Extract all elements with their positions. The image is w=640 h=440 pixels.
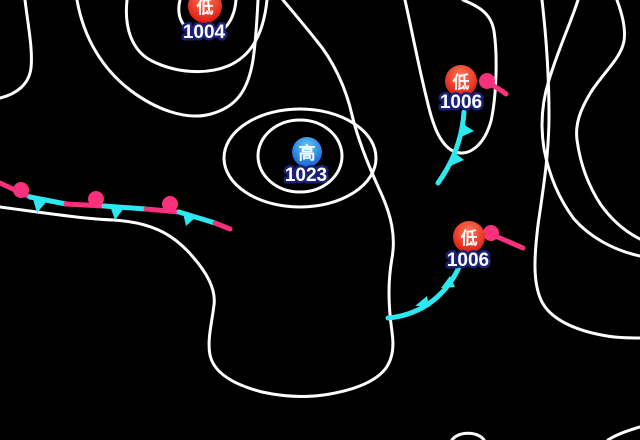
warm-front-segment — [143, 206, 182, 215]
low-center-circle — [445, 65, 477, 97]
cold-front — [435, 109, 474, 186]
cold-front-triangle — [183, 213, 196, 226]
isobar-line — [450, 431, 486, 440]
pressure-symbol: 高 — [299, 143, 316, 164]
cold-front-line — [435, 109, 467, 186]
isobar-line — [0, 0, 395, 398]
isobar-line — [533, 0, 640, 340]
cold-front-triangle — [33, 199, 46, 213]
cold-front-triangle — [461, 124, 474, 137]
isobar-line — [222, 107, 378, 209]
cold-front — [385, 264, 462, 321]
low-center-circle — [188, 0, 222, 23]
cold-front-triangle — [450, 153, 464, 166]
cold-front-line — [385, 264, 462, 321]
cold-front-triangle — [110, 206, 124, 220]
warm-front — [479, 73, 509, 97]
warm-front-line — [490, 232, 526, 251]
cold-front-segment — [27, 194, 69, 207]
warm-front-bump — [13, 182, 29, 198]
warm-front-bump — [88, 191, 104, 207]
isobar-line — [540, 0, 640, 258]
low-center-circle — [453, 221, 485, 253]
isobar-line — [75, 0, 260, 118]
stationary-front — [0, 180, 233, 232]
isobar-line — [575, 0, 640, 241]
pressure-value: 1004 — [183, 22, 226, 43]
isobar-line — [606, 425, 640, 440]
pressure-center-low-1004: 低 1004 — [180, 0, 228, 46]
warm-front-segment — [212, 220, 233, 232]
isobar-line — [256, 118, 344, 194]
warm-front-bump — [162, 196, 178, 212]
pressure-symbol: 低 — [460, 228, 478, 249]
pressure-symbol: 低 — [196, 0, 214, 18]
cold-front-triangle — [415, 296, 429, 306]
isobar-line — [0, 0, 33, 100]
pressure-value: 1006 — [447, 250, 489, 271]
warm-front — [483, 225, 526, 251]
cold-front-triangle — [441, 276, 455, 288]
isobar-line — [177, 0, 238, 38]
isobar-line — [403, 0, 498, 155]
warm-front-bump — [479, 73, 495, 89]
high-center-circle — [292, 137, 322, 167]
pressure-value: 1023 — [285, 165, 327, 186]
pressure-symbol: 低 — [452, 72, 470, 93]
pressure-value: 1006 — [440, 92, 482, 113]
warm-front-bump — [483, 225, 499, 241]
